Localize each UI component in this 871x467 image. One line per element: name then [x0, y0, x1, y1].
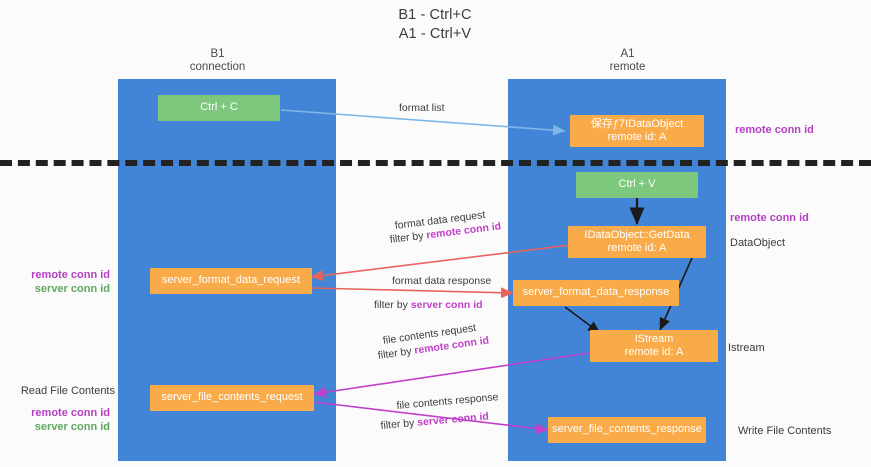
- node-ctrl-v[interactable]: Ctrl + V: [576, 172, 698, 198]
- node-server-format-data-request[interactable]: server_format_data_request: [150, 268, 312, 294]
- node-data-object-remote[interactable]: 保存ƒ7IDataObject remote id: A: [570, 115, 704, 147]
- filter-value-server-conn-id: server conn id: [416, 410, 490, 429]
- node-istream[interactable]: IStream remote id: A: [590, 330, 718, 362]
- annotation-write-file-contents: Write File Contents: [738, 425, 832, 437]
- edge-label-format-data-response-filter: filter by server conn id: [374, 298, 483, 313]
- node-server-file-contents-request[interactable]: server_file_contents_request: [150, 385, 314, 411]
- filter-prefix: filter by: [374, 299, 411, 311]
- filter-value-server-conn-id: server conn id: [410, 299, 483, 311]
- annotation-remote-conn-id-mid: remote conn id: [730, 212, 809, 224]
- filter-prefix: filter by: [380, 416, 418, 432]
- annotation-istream: Istream: [728, 342, 765, 354]
- annotation-left-remote-conn-id-mid: remote conn id: [31, 269, 110, 281]
- annotation-read-file-contents: Read File Contents: [20, 385, 115, 397]
- phase-divider: [0, 160, 871, 166]
- edge-label-format-data-response: format data response: [392, 275, 492, 287]
- annotation-remote-conn-id-top: remote conn id: [735, 124, 814, 136]
- annotation-left-server-conn-id-mid: server conn id: [34, 283, 110, 295]
- page-title: B1 - Ctrl+C A1 - Ctrl+V: [398, 7, 472, 42]
- lane-title-a1: A1 remote: [609, 48, 646, 73]
- edge-label-format-list: format list: [399, 102, 445, 114]
- node-server-format-data-response[interactable]: server_format_data_response: [513, 280, 679, 306]
- filter-prefix: filter by: [389, 229, 428, 246]
- lane-title-b1: B1 connection: [189, 48, 246, 73]
- node-idataobject-getdata[interactable]: IDataObject::GetData remote id: A: [568, 226, 706, 258]
- annotation-data-object: DataObject: [730, 237, 786, 249]
- node-server-file-contents-response[interactable]: server_file_contents_response: [548, 417, 706, 443]
- filter-prefix: filter by: [377, 344, 416, 362]
- annotation-left-remote-conn-id-bottom: remote conn id: [31, 407, 110, 419]
- node-ctrl-c[interactable]: Ctrl + C: [158, 95, 280, 121]
- annotation-left-server-conn-id-bottom: server conn id: [34, 421, 110, 433]
